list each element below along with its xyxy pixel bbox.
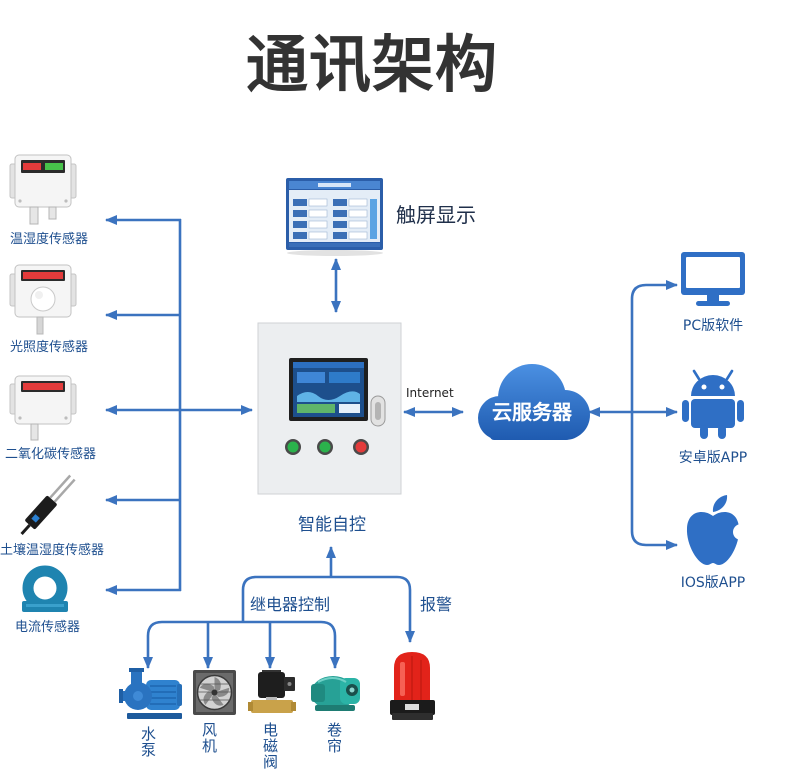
soil-sensor-image <box>20 474 76 536</box>
monitor-icon <box>681 252 745 306</box>
sensor-label-soil: 土壤温湿度传感器 <box>0 543 105 558</box>
touchscreen-image <box>286 178 383 256</box>
cloud-server-label: 云服务器 <box>492 400 572 424</box>
auto-control-label: 智能自控 <box>298 515 366 535</box>
client-bus-line <box>630 280 678 550</box>
cloud-server-image <box>478 364 590 440</box>
sensor-label-co2: 二氧化碳传感器 <box>5 447 97 462</box>
current-sensor-image <box>22 565 68 612</box>
internet-label: Internet <box>406 386 454 400</box>
fan-image <box>193 670 236 715</box>
co2-sensor-image <box>9 375 77 441</box>
device-label-solenoid-valve: 电磁阀 <box>261 722 279 770</box>
solenoid-valve-image <box>248 670 296 713</box>
client-label-ios: IOS版APP <box>680 575 746 591</box>
device-label-water-pump: 水泵 <box>139 726 157 758</box>
control-cabinet-image <box>257 322 402 495</box>
relay-control-label: 继电器控制 <box>250 595 331 614</box>
android-icon <box>682 369 744 439</box>
temp-humidity-sensor-image <box>9 154 77 225</box>
alarm-label: 报警 <box>420 595 453 614</box>
light-sensor-image <box>9 264 77 335</box>
device-label-fan: 风机 <box>200 722 218 754</box>
water-pump-image <box>119 668 182 719</box>
sensor-label-current: 电流传感器 <box>15 620 81 635</box>
control-branch-line <box>241 575 415 643</box>
relay-branch-line <box>143 620 340 669</box>
client-label-android: 安卓版APP <box>678 450 748 466</box>
client-label-pc: PC版软件 <box>682 318 744 334</box>
roller-shutter-motor-image <box>311 676 360 711</box>
sensor-label-light: 光照度传感器 <box>10 340 89 355</box>
page-title: 通讯架构 <box>245 28 498 101</box>
alarm-light-image <box>390 652 435 720</box>
sensor-label-temp-humidity: 温湿度传感器 <box>10 232 89 247</box>
touchscreen-label: 触屏显示 <box>396 203 476 227</box>
apple-icon <box>686 495 749 565</box>
device-label-roller-shutter: 卷帘 <box>325 722 343 754</box>
